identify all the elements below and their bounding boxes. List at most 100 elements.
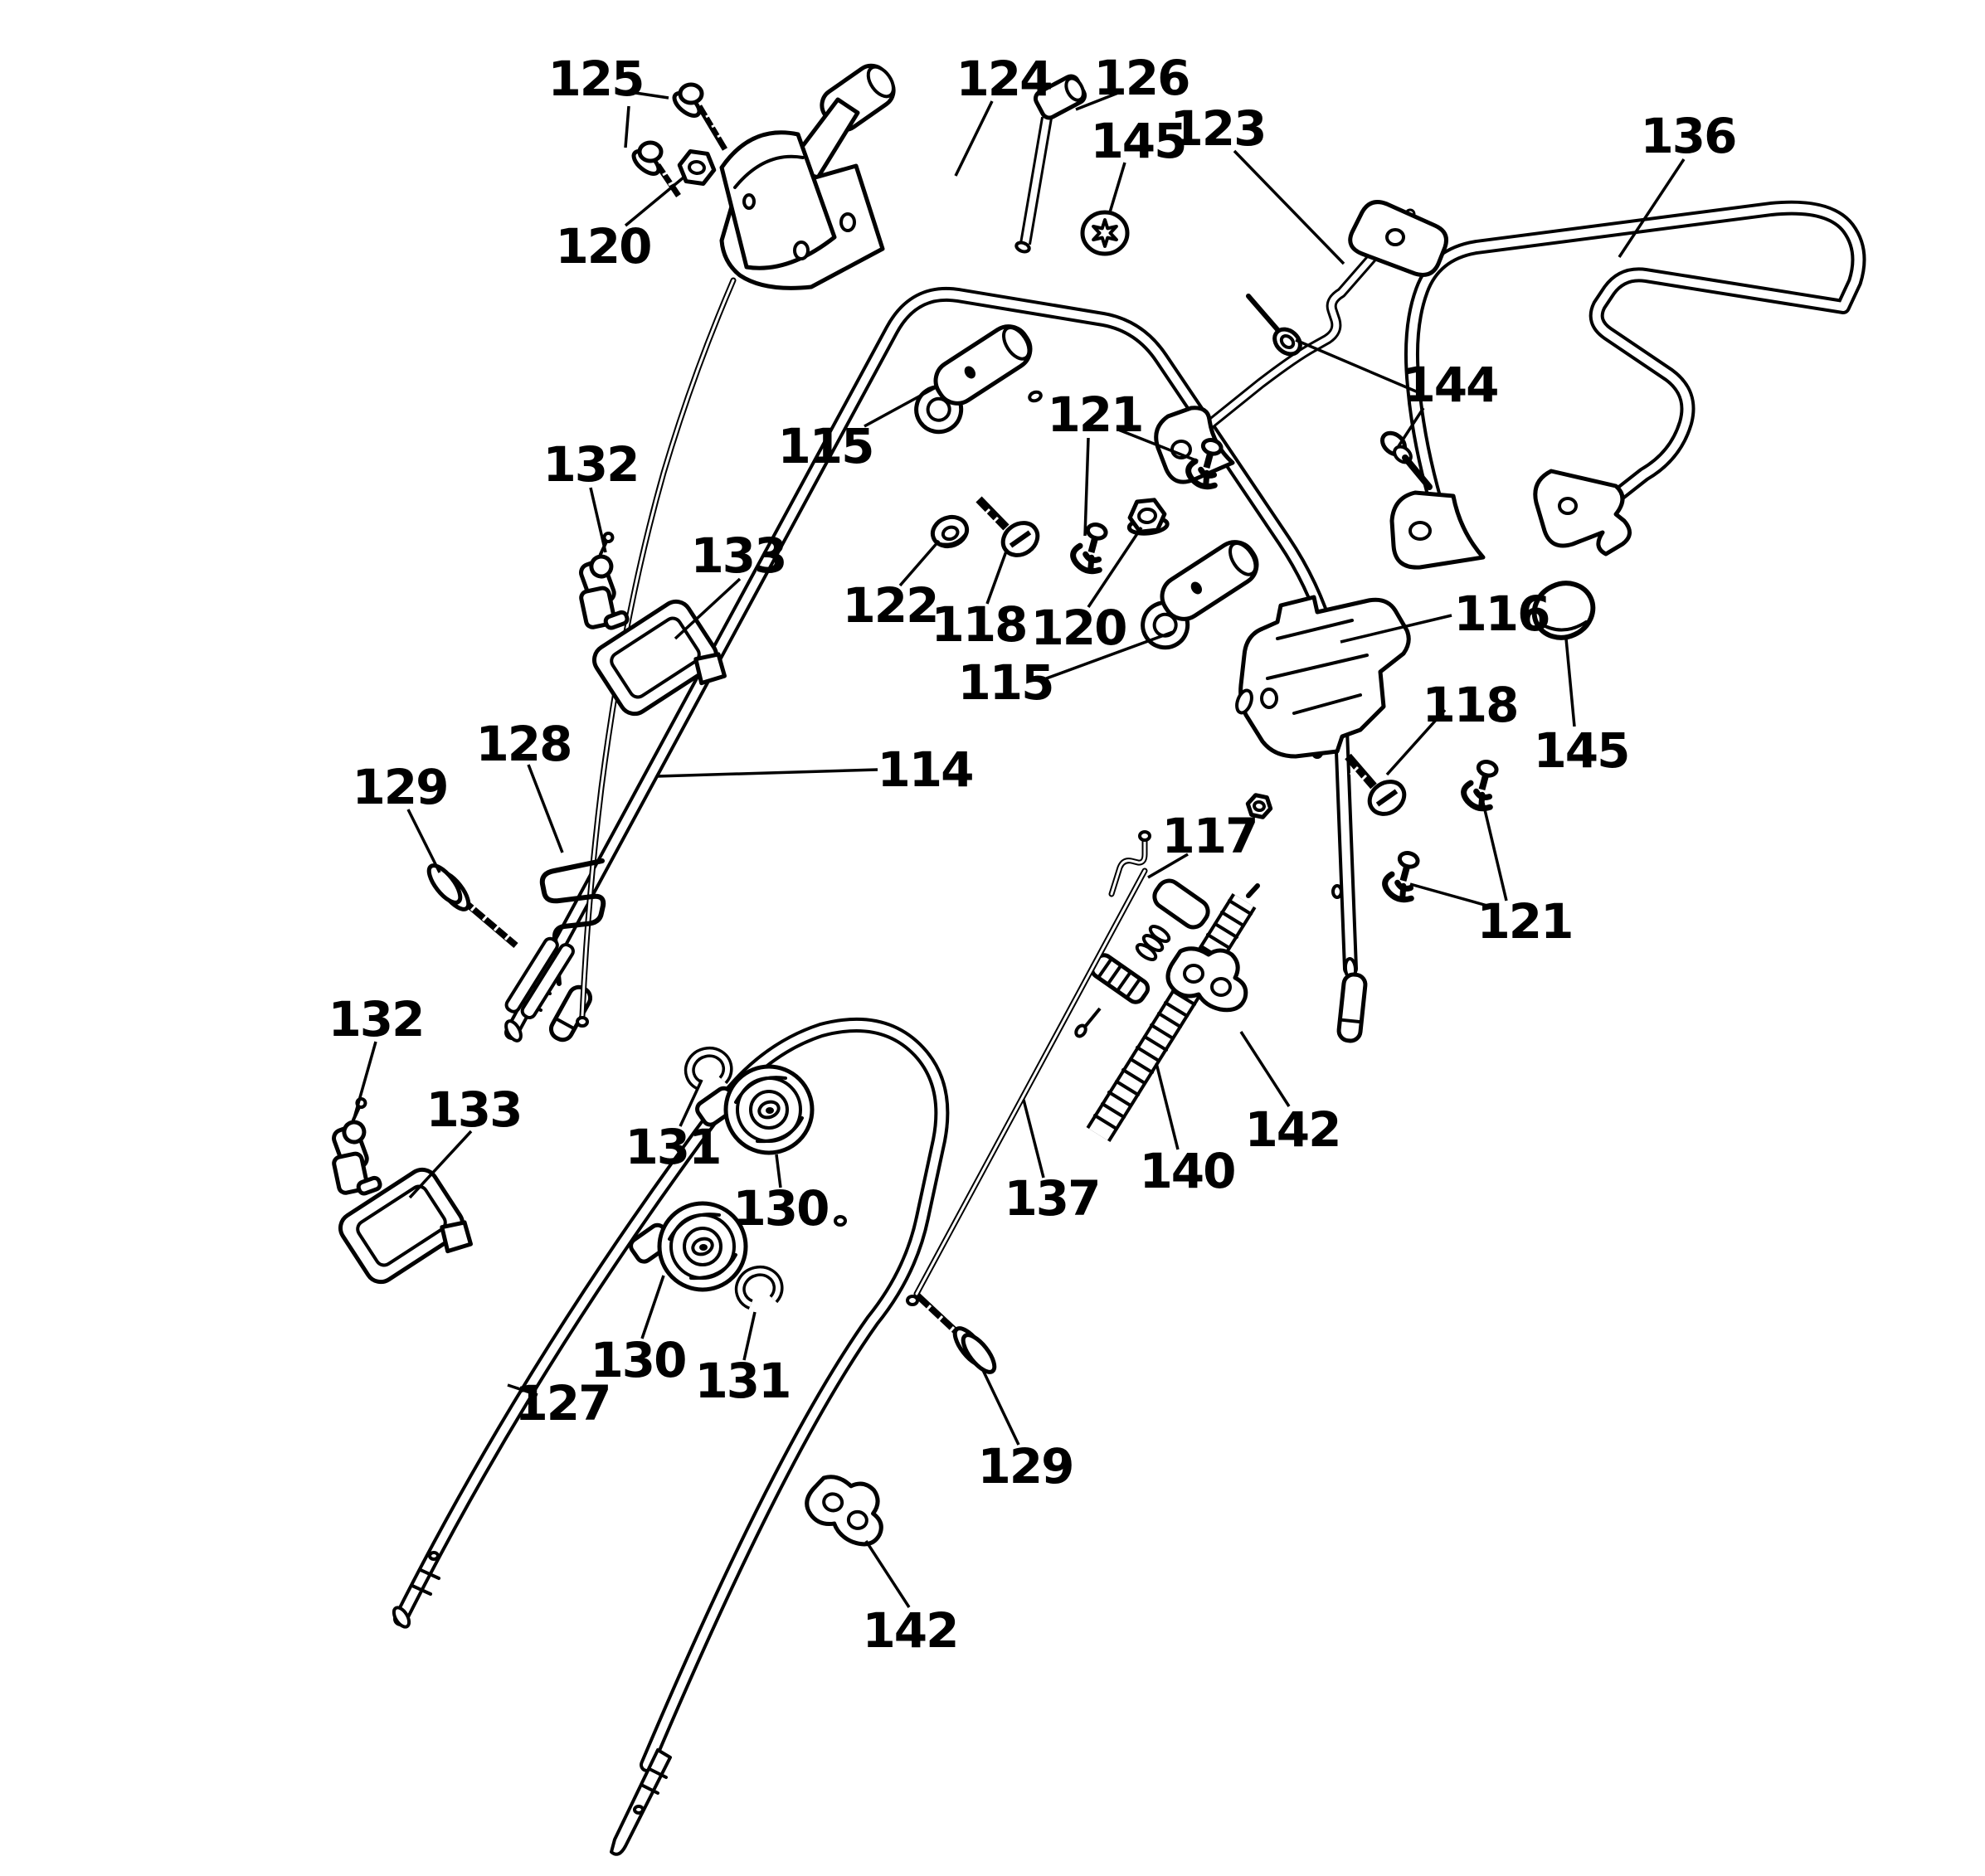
- flange-nut-throttle: [677, 149, 717, 186]
- idle-spring: [1086, 883, 1260, 1143]
- part-label-122-11: 122: [842, 577, 937, 634]
- part-label-144-35: 144: [1402, 357, 1497, 413]
- part-label-132-23: 132: [328, 991, 423, 1047]
- leader-line-118-16: [1385, 708, 1447, 776]
- leader-line-140-33: [1155, 1062, 1180, 1150]
- part-label-142-34: 142: [862, 1602, 957, 1659]
- shoulder-bolt-1: [1070, 522, 1108, 575]
- leader-line-144-35: [1295, 338, 1421, 395]
- part-label-125-0: 125: [547, 51, 643, 107]
- part-label-130-27: 130: [590, 1332, 685, 1388]
- part-label-123-4: 123: [1170, 100, 1265, 157]
- tube-sleeve-right: [1336, 972, 1368, 1043]
- wire-clamp-upper: [1165, 946, 1248, 1013]
- leader-line-120-6: [624, 176, 685, 227]
- leader-line-144-35: [1397, 407, 1425, 447]
- handle-knob-upper: [695, 1064, 815, 1155]
- handle-knob-lower: [629, 1201, 748, 1292]
- part-label-136-5: 136: [1640, 108, 1735, 164]
- handle-bolt-left: [426, 863, 518, 949]
- leader-line-120-13: [1087, 527, 1143, 608]
- part-label-137-32: 137: [1004, 1170, 1099, 1227]
- cable-adjuster: [1074, 878, 1210, 1038]
- handle-pad-lower: [338, 1167, 473, 1285]
- pan-screw-mid: [975, 496, 1040, 557]
- leader-line-126-2: [1075, 91, 1119, 111]
- cable-clamp-right: [1141, 540, 1259, 650]
- part-label-118-16: 118: [1422, 677, 1517, 733]
- leader-line-136-5: [1618, 158, 1686, 258]
- leader-line-125-0: [624, 105, 630, 148]
- star-washer: [1080, 210, 1130, 256]
- leader-line-133-24: [408, 1130, 473, 1199]
- leader-line-129-22: [406, 809, 441, 873]
- wire-clamp-lower: [805, 1475, 883, 1547]
- part-label-128-21: 128: [475, 716, 571, 772]
- handle-bolt-right: [915, 1293, 997, 1374]
- part-label-121-18: 121: [1477, 893, 1572, 950]
- part-label-127-29: 127: [514, 1375, 610, 1431]
- latch-bracket-upper: [579, 531, 630, 630]
- leader-line-133-9: [674, 577, 742, 640]
- part-label-121-10: 121: [1047, 386, 1142, 443]
- hex-nut-mid: [1126, 498, 1170, 536]
- part-label-133-24: 133: [426, 1081, 521, 1138]
- lower-handle-tube: [392, 1018, 950, 1856]
- bracket-screw: [1345, 753, 1407, 816]
- leader-line-145-17: [1564, 638, 1576, 727]
- part-label-126-2: 126: [1093, 50, 1189, 106]
- part-label-118-12: 118: [931, 596, 1026, 653]
- leader-line-121-18: [1409, 882, 1494, 909]
- leader-line-115-7: [864, 385, 938, 428]
- leader-line-125-0: [635, 91, 669, 100]
- part-label-142-31: 142: [1244, 1101, 1340, 1158]
- part-label-115-7: 115: [777, 418, 873, 474]
- latch-bracket-lower: [332, 1096, 382, 1196]
- leader-line-128-21: [527, 764, 564, 853]
- part-label-115-14: 115: [957, 654, 1053, 711]
- leader-line-121-10: [1117, 428, 1199, 463]
- knob-washer-upper: [684, 1046, 733, 1091]
- leader-line-123-4: [1233, 149, 1345, 265]
- leader-line-137-32: [1022, 1099, 1045, 1179]
- leader-line-127-29: [507, 1383, 538, 1397]
- leader-line-132-8: [589, 487, 607, 553]
- control-cable: [906, 868, 1148, 1306]
- leader-line-116-15: [1340, 614, 1452, 644]
- cable-end-nut: [1245, 793, 1273, 819]
- part-label-124-1: 124: [956, 51, 1051, 107]
- tube-sleeve-left: [548, 984, 593, 1042]
- part-label-140-33: 140: [1139, 1143, 1234, 1199]
- part-label-120-13: 120: [1030, 600, 1126, 656]
- leader-line-131-25: [679, 1079, 703, 1127]
- part-label-120-6: 120: [555, 218, 650, 275]
- leader-line-121-10: [1083, 437, 1090, 537]
- leader-line-118-12: [985, 548, 1009, 605]
- mount-screw-lower: [631, 140, 681, 197]
- grommet-nut: [930, 514, 970, 549]
- knob-washer-lower: [734, 1265, 784, 1310]
- part-label-131-28: 131: [694, 1353, 790, 1409]
- mount-screw-upper: [672, 82, 728, 151]
- leader-line-117-20: [1147, 853, 1189, 879]
- throttle-control: [719, 63, 896, 290]
- leader-line-114-19: [656, 768, 878, 778]
- shoulder-bolt-3: [1461, 760, 1499, 812]
- leader-line-132-23: [353, 1041, 377, 1119]
- zigzag-lever: [504, 858, 606, 1019]
- leader-line-145-3: [1108, 162, 1126, 213]
- part-label-145-3: 145: [1090, 113, 1185, 169]
- part-label-131-25: 131: [625, 1119, 720, 1175]
- part-label-116-15: 116: [1453, 586, 1549, 642]
- cable-clamp-left: [914, 324, 1033, 435]
- control-bail: [1389, 200, 1866, 570]
- leader-line-124-1: [954, 100, 994, 177]
- carriage-pin-upper: [1246, 294, 1302, 357]
- part-label-129-30: 129: [977, 1438, 1073, 1494]
- part-label-129-22: 129: [352, 759, 447, 815]
- leader-line-121-18: [1481, 802, 1508, 902]
- leader-line-129-30: [980, 1368, 1020, 1446]
